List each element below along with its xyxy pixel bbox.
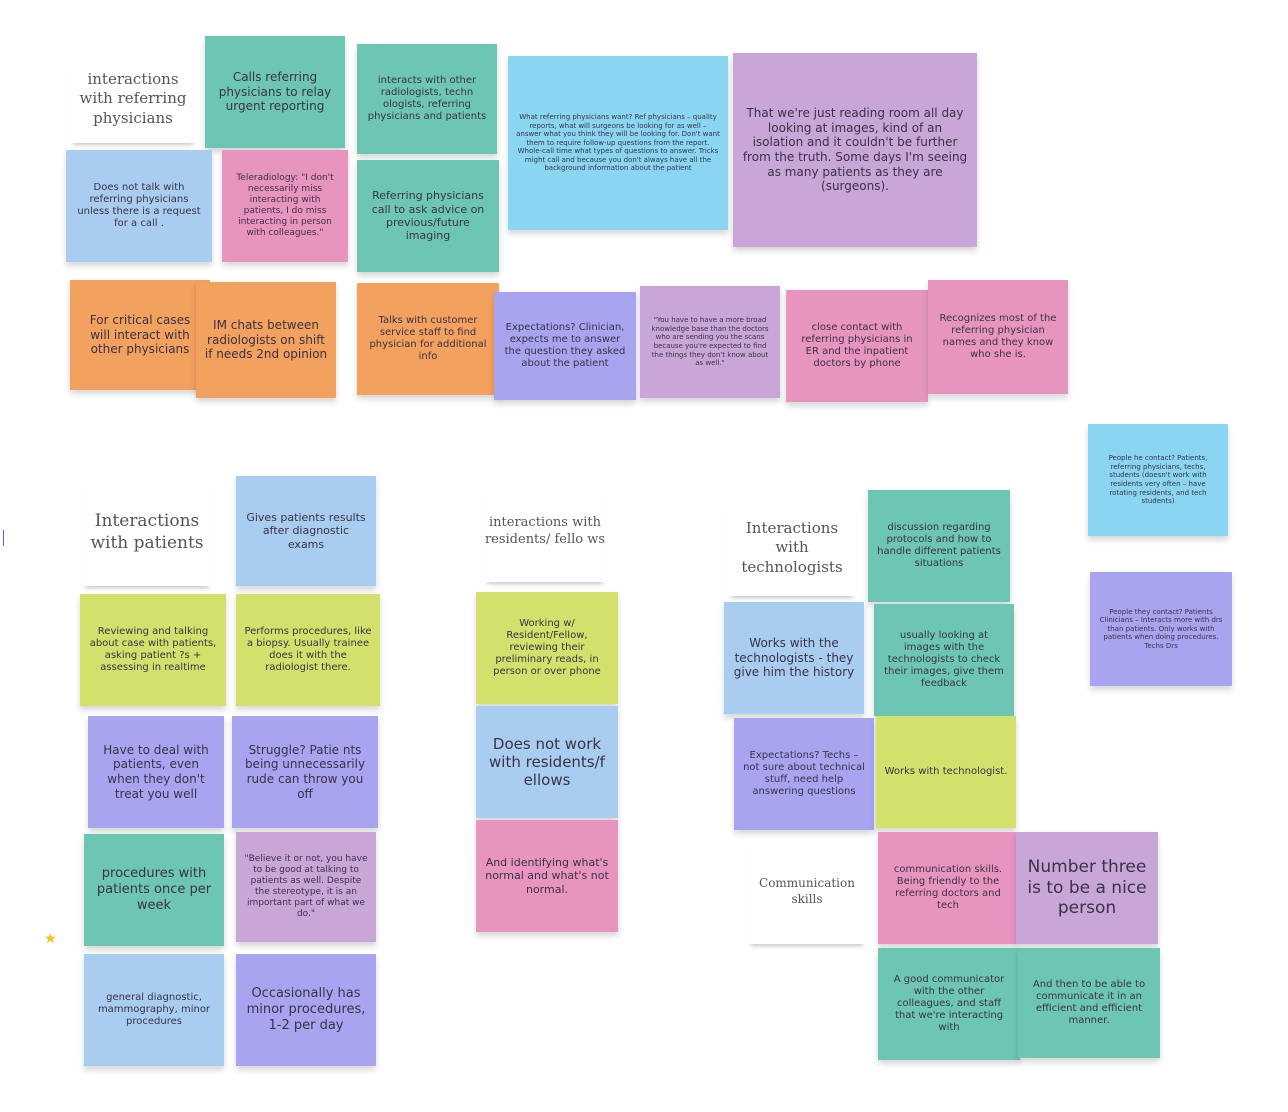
sticky-note[interactable]: Occasionally has minor procedures, 1-2 p… [236, 954, 376, 1066]
sticky-note[interactable]: Working w/ Resident/Fellow, reviewing th… [476, 592, 618, 704]
sticky-note[interactable]: People he contact? Patients, referring p… [1088, 424, 1228, 536]
sticky-note[interactable]: A good communicator with the other colle… [878, 948, 1020, 1060]
sticky-note[interactable]: Calls referring physicians to relay urge… [205, 36, 345, 148]
sticky-note[interactable]: Does not work with residents/f ellows [476, 706, 618, 818]
sticky-note[interactable]: procedures with patients once per week [84, 834, 224, 946]
sticky-note[interactable]: That we're just reading room all day loo… [733, 53, 977, 247]
sticky-note[interactable]: Struggle? Patie nts being unnecessarily … [232, 716, 378, 828]
group-header-communication[interactable]: Communication skills [748, 840, 866, 944]
star-icon[interactable]: ★ [44, 931, 57, 947]
sticky-note[interactable]: Have to deal with patients, even when th… [88, 716, 224, 828]
sticky-note[interactable]: And then to be able to communicate it in… [1018, 948, 1160, 1058]
group-header-residents[interactable]: interactions with residents/ fello ws [484, 482, 606, 582]
selection-edge-marker [0, 530, 4, 546]
sticky-note[interactable]: Recognizes most of the referring physici… [928, 280, 1068, 394]
sticky-note[interactable]: Gives patients results after diagnostic … [236, 476, 376, 586]
sticky-note[interactable]: "Believe it or not, you have to be good … [236, 832, 376, 942]
sticky-note[interactable]: close contact with referring physicians … [786, 290, 928, 402]
sticky-note[interactable]: And identifying what's normal and what's… [476, 820, 618, 932]
sticky-note[interactable]: Performs procedures, like a biopsy. Usua… [236, 594, 380, 706]
sticky-note[interactable]: "You have to have a more broad knowledge… [640, 286, 780, 398]
sticky-note[interactable]: What referring physicians want? Ref phys… [508, 56, 728, 230]
sticky-note[interactable]: Referring physicians call to ask advice … [357, 160, 499, 272]
group-header-technologists[interactable]: Interactions with technologists [728, 500, 856, 596]
sticky-note[interactable]: For critical cases will interact with ot… [70, 280, 210, 390]
group-header-patients[interactable]: Interactions with patients [82, 478, 212, 586]
sticky-note[interactable]: communication skills. Being friendly to … [878, 832, 1018, 944]
sticky-note[interactable]: IM chats between radiologists on shift i… [196, 282, 336, 398]
sticky-note[interactable]: Reviewing and talking about case with pa… [80, 594, 226, 706]
sticky-note[interactable]: usually looking at images with the techn… [874, 604, 1014, 716]
sticky-note[interactable]: People they contact? Patients Clinicians… [1090, 572, 1232, 686]
group-header-referring-physicians[interactable]: interactions with referring physicians [70, 55, 196, 143]
sticky-note[interactable]: general diagnostic, mammography, minor p… [84, 954, 224, 1066]
sticky-note[interactable]: Number three is to be a nice person [1016, 832, 1158, 944]
sticky-note[interactable]: Works with the technologists - they give… [724, 602, 864, 714]
sticky-note[interactable]: Works with technologist. [876, 716, 1016, 828]
sticky-note[interactable]: interacts with other radiologists, techn… [357, 44, 497, 154]
sticky-note[interactable]: Does not talk with referring physicians … [66, 150, 212, 262]
sticky-note[interactable]: Teleradiology: "I don't necessarily miss… [222, 150, 348, 262]
sticky-note[interactable]: discussion regarding protocols and how t… [868, 490, 1010, 602]
sticky-note[interactable]: Talks with customer service staff to fin… [357, 283, 499, 395]
sticky-note[interactable]: Expectations? Clinician, expects me to a… [494, 292, 636, 400]
sticky-note[interactable]: Expectations? Techs – not sure about tec… [734, 718, 874, 830]
